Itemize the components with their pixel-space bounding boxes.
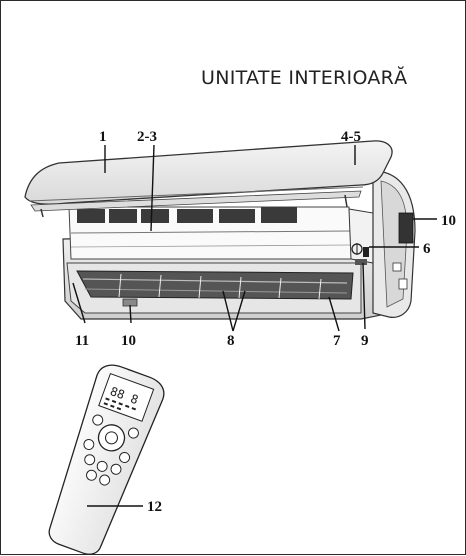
callout-12: 12: [147, 499, 162, 515]
callout-11: 11: [75, 333, 89, 349]
callout-8: 8: [227, 333, 235, 349]
callout-6: 6: [423, 241, 431, 257]
indoor-unit-body: [62, 170, 416, 320]
callout-4-5: 4-5: [341, 129, 361, 145]
callout-2-3: 2-3: [137, 129, 157, 145]
page-title: UNITATE INTERIOARĂ: [201, 67, 408, 89]
callout-9: 9: [361, 333, 369, 349]
callout-1: 1: [99, 129, 107, 145]
remote-control: 88 8: [48, 364, 165, 555]
leader-lines: [72, 144, 437, 507]
callout-7: 7: [333, 333, 341, 349]
callout-10-bottom: 10: [121, 333, 136, 349]
callout-10-right: 10: [441, 213, 456, 229]
front-panel-lid: [24, 140, 393, 218]
